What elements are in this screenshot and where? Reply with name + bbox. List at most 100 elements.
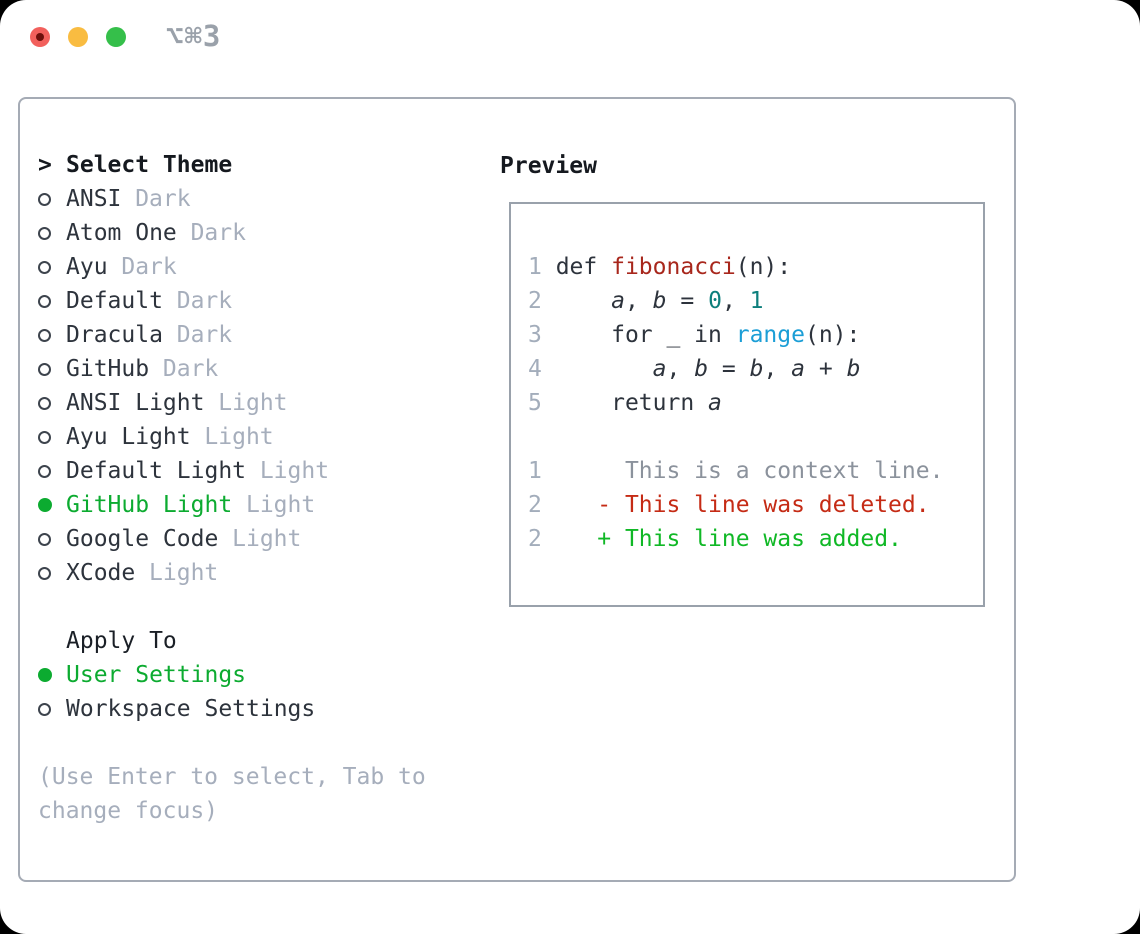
radio-icon [38,702,66,716]
code-token-ln: 2 [528,526,542,552]
code-token-del: - This line was deleted. [541,492,930,518]
radio-icon [38,260,66,274]
code-token-ln: 3 [528,322,542,348]
apply-to-option-user-settings[interactable]: User Settings [38,658,478,692]
radio-dot-icon [38,226,51,240]
theme-option-label: XCode [66,560,136,586]
code-token-ln: 2 [528,492,542,518]
theme-option-label: Google Code [66,526,219,552]
code-token-ln: 1 [528,254,542,280]
code-token-call: range [735,322,805,348]
close-button-icon[interactable] [30,27,50,47]
preview-code-line: 1 def fibonacci(n): [528,250,979,284]
code-token-code: (n): [735,254,792,280]
code-token-code: = [666,288,709,314]
preview-code-line: 2 - This line was deleted. [528,488,979,522]
preview-code-line: 4 a, b = b, a + b [528,352,979,386]
theme-variant-label: Dark [176,288,233,314]
spacer [38,726,478,760]
code-token-num: 0 [708,288,722,314]
radio-icon [38,294,66,308]
preview-code-line: 2 a, b = 0, 1 [528,284,979,318]
theme-variant-label: Dark [162,356,219,382]
theme-variant-label: Dark [190,220,246,246]
code-token-num: 1 [749,288,764,314]
theme-option-label: Default Light [66,458,247,484]
zoom-button-icon[interactable] [106,27,126,47]
preview-code-line: 5 return a [528,386,979,420]
minimize-button-icon[interactable] [68,27,88,47]
code-token-code: + [805,356,847,382]
code-token-var: b [694,356,709,382]
code-token-add: + This line was added. [541,526,902,552]
radio-dot-icon [38,260,51,274]
theme-option-label: Atom One [66,220,177,246]
code-token-ln: 4 [528,356,542,382]
code-token-ln: 2 [528,288,542,314]
theme-option-github[interactable]: GitHub Dark [38,352,478,386]
code-token-ln: 1 [528,458,542,484]
radio-icon [38,328,66,342]
theme-variant-label: Dark [135,186,191,212]
theme-option-xcode[interactable]: XCode Light [38,556,478,590]
code-token-var: b [749,356,764,382]
theme-option-atom-one[interactable]: Atom One Dark [38,216,478,250]
code-token-code: def [541,254,612,280]
apply-to-header: Apply To [66,628,177,654]
code-token-code: , [666,356,695,382]
apply-to-option-label: Workspace Settings [66,696,316,722]
theme-option-ansi[interactable]: ANSI Dark [38,182,478,216]
radio-dot-icon [38,702,51,716]
preview-code-line: 1 This is a context line. [528,454,979,488]
radio-selected-icon [38,498,66,512]
theme-variant-label: Light [232,526,302,552]
code-token-code: = [708,356,750,382]
apply-to-option-label: User Settings [66,662,247,688]
radio-dot-icon [38,464,51,478]
code-token-var: a [652,356,667,382]
theme-option-google-code[interactable]: Google Code Light [38,522,478,556]
select-theme-header-row: > Select Theme [38,148,478,182]
radio-icon [38,532,66,546]
theme-option-label: GitHub Light [66,492,233,518]
theme-option-github-light[interactable]: GitHub Light Light [38,488,478,522]
preview-header: Preview [500,153,597,179]
radio-dot-icon [38,430,51,444]
radio-icon [38,464,66,478]
code-token-code: , [721,288,750,314]
theme-variant-label: Light [149,560,219,586]
theme-option-ayu[interactable]: Ayu Dark [38,250,478,284]
code-token-var: a [791,356,806,382]
theme-variant-label: Light [245,492,316,518]
theme-option-label: ANSI [66,186,122,212]
theme-option-label: ANSI Light [66,390,205,416]
theme-variant-label: Dark [176,322,233,348]
apply-to-option-workspace-settings[interactable]: Workspace Settings [38,692,478,726]
radio-dot-icon [38,294,51,308]
keyboard-hint: (Use Enter to select, Tab to change focu… [38,764,426,824]
code-token-code: , [624,288,653,314]
apply-to-header-row: Apply To [38,624,478,658]
theme-variant-label: Dark [121,254,177,280]
radio-icon [38,226,66,240]
theme-option-label: GitHub [66,356,150,382]
radio-icon [38,430,66,444]
theme-option-label: Ayu [66,254,108,280]
radio-dot-icon [38,362,51,376]
code-token-code: for _ in [541,322,736,348]
spacer [38,590,478,624]
window-title: ⌥⌘3 [166,19,222,53]
radio-selected-icon [38,668,66,682]
